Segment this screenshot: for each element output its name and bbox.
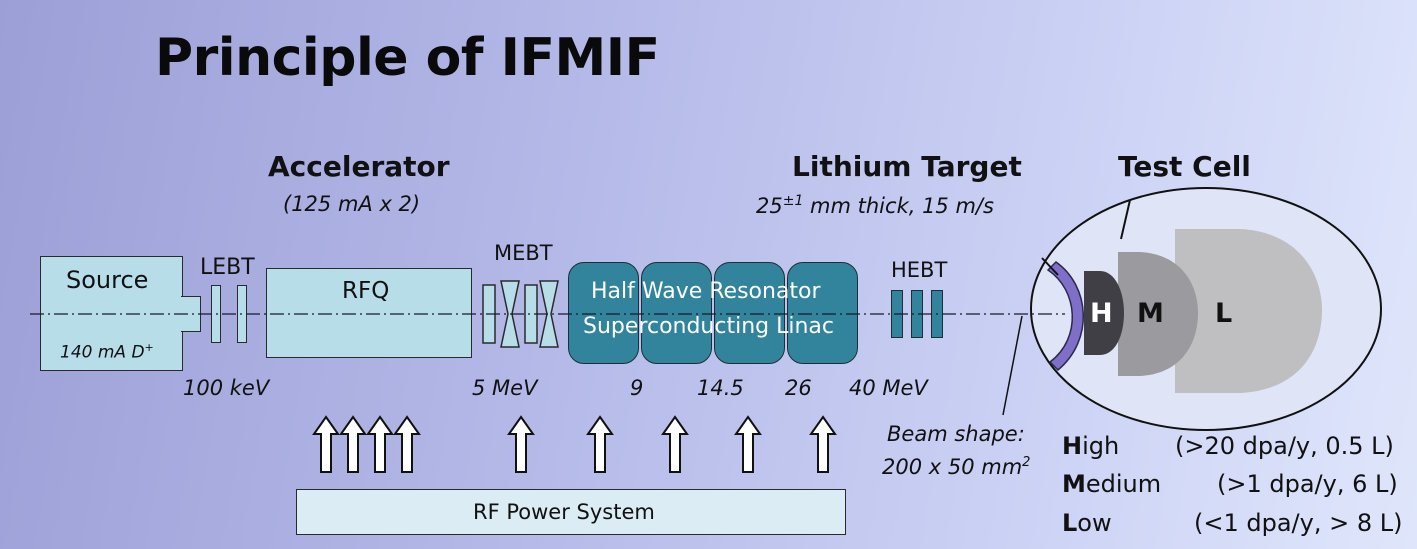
rfq-box <box>266 268 472 358</box>
lebt-label: LEBT <box>200 255 255 280</box>
legend-high-value: (>20 dpa/y, 0.5 L) <box>1175 432 1394 460</box>
energy-14-5: 14.5 <box>697 376 744 400</box>
linac-cavity-2 <box>641 262 712 364</box>
legend-low-name: Low <box>1062 509 1112 537</box>
linac-label-line1: Half Wave Resonator <box>591 279 821 304</box>
zone-m-shape <box>1118 252 1198 376</box>
energy-9: 9 <box>630 376 644 400</box>
rf-arrow-6 <box>586 415 614 473</box>
rf-arrow-9 <box>809 415 837 473</box>
energy-40mev: 40 MeV <box>849 376 928 400</box>
legend-medium-value: (>1 dpa/y, 6 L) <box>1217 470 1398 498</box>
rf-arrow-8 <box>734 415 762 473</box>
lithium-target-heading: Lithium Target <box>792 150 1022 183</box>
rf-power-system-label: RF Power System <box>473 500 655 524</box>
test-cell-heading: Test Cell <box>1118 150 1251 183</box>
rf-power-system-box <box>296 489 846 535</box>
source-label: Source <box>66 266 149 294</box>
beam-shape-line2: 200 x 50 mm2 <box>882 455 1031 479</box>
rf-arrow-3 <box>366 415 394 473</box>
linac-cavity-4 <box>787 262 858 364</box>
page-title: Principle of IFMIF <box>155 28 660 88</box>
legend-high-name: High <box>1062 432 1120 460</box>
linac-label-line2: Superconducting Linac <box>583 314 835 339</box>
zone-h-shape <box>1084 271 1124 355</box>
lithium-target-pointer <box>1041 257 1059 276</box>
accelerator-heading: Accelerator <box>268 150 450 183</box>
legend-low-value: (<1 dpa/y, > 8 L) <box>1194 509 1403 537</box>
rf-arrow-7 <box>661 415 689 473</box>
beam-shape-line1: Beam shape: <box>887 422 1025 446</box>
rf-arrow-4 <box>393 415 421 473</box>
mebt-label: MEBT <box>494 241 553 265</box>
rf-arrow-2 <box>339 415 367 473</box>
hebt-label: HEBT <box>891 258 948 282</box>
beam-shape-pointer <box>1002 315 1023 416</box>
energy-5mev: 5 MeV <box>472 376 538 400</box>
accelerator-current: (125 mA x 2) <box>283 192 421 216</box>
zone-l-label: L <box>1215 298 1233 329</box>
linac-cavity-3 <box>714 262 785 364</box>
energy-100kev: 100 keV <box>183 376 270 400</box>
rf-arrow-5 <box>507 415 535 473</box>
rfq-label: RFQ <box>342 278 390 304</box>
linac-cavity-1 <box>568 262 639 364</box>
rf-arrow-1 <box>312 415 340 473</box>
legend-medium-name: Medium <box>1062 470 1162 498</box>
rf-arrows <box>312 415 837 473</box>
test-cell <box>1030 187 1382 431</box>
zone-l-shape <box>1175 229 1322 393</box>
lithium-target-shape <box>1046 261 1084 372</box>
lithium-target-spec: 25±1 mm thick, 15 m/s <box>756 193 994 218</box>
zone-m-label: M <box>1137 298 1164 329</box>
zone-h-label: H <box>1090 298 1113 329</box>
energy-26: 26 <box>785 376 812 400</box>
test-cell-pointer <box>1120 199 1131 240</box>
source-current: 140 mA D+ <box>60 341 154 363</box>
